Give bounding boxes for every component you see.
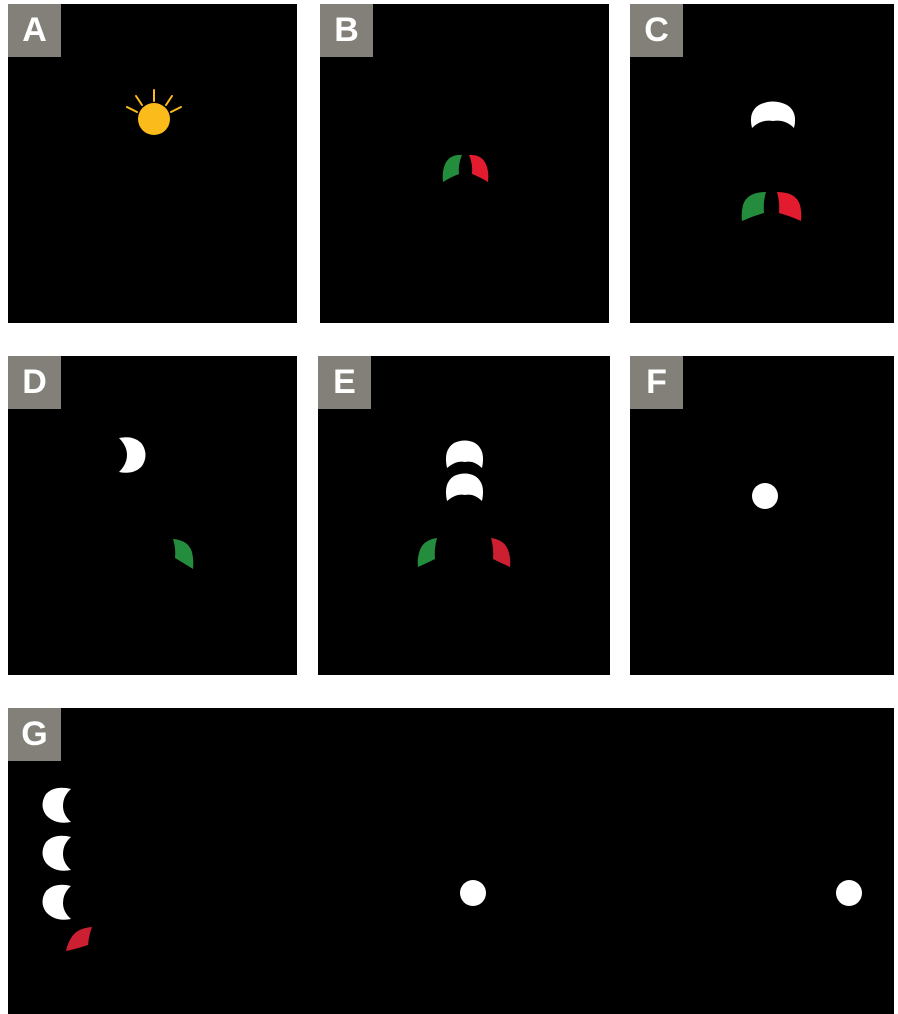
green-shape (443, 155, 462, 182)
panel-c-illustration (630, 4, 894, 323)
panel-b-illustration (320, 4, 609, 323)
panel-g: G (8, 708, 894, 1014)
panel-f: F (630, 356, 894, 675)
green-shape (173, 539, 193, 569)
panel-f-illustration (630, 356, 894, 675)
green-shape (418, 538, 437, 567)
white-shape (43, 788, 72, 823)
panel-d: D (8, 356, 297, 675)
panel-a-illustration (8, 4, 297, 323)
white-shape (751, 102, 795, 129)
white-shape (43, 885, 72, 920)
panel-g-illustration (8, 708, 894, 1014)
red-shape (469, 155, 488, 182)
white-shape (119, 437, 146, 473)
white-dot (836, 880, 862, 906)
panel-a: A (8, 4, 297, 323)
white-shape (446, 441, 483, 469)
white-shape (446, 474, 483, 502)
white-dot (752, 483, 778, 509)
red-shape (777, 192, 801, 221)
white-dot (460, 880, 486, 906)
sun-icon (127, 90, 181, 135)
panel-c: C (630, 4, 894, 323)
panel-b: B (320, 4, 609, 323)
red-shape (66, 927, 92, 951)
panel-d-illustration (8, 356, 297, 675)
panel-e: E (318, 356, 610, 675)
green-shape (742, 192, 766, 221)
red-shape (491, 538, 510, 567)
panel-e-illustration (318, 356, 610, 675)
white-shape (43, 836, 72, 871)
